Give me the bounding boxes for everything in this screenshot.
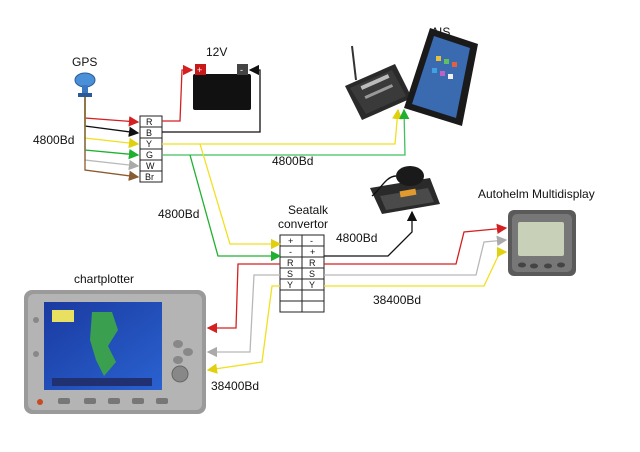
gps-terminal-cell: Br	[145, 172, 154, 182]
gps-antenna-icon	[74, 72, 96, 97]
chartplotter-baud-label: 38400Bd	[211, 379, 259, 393]
chartplotter-icon	[24, 290, 206, 414]
seatalk-cell: -	[310, 236, 313, 246]
seatalk-to-vhf-wire	[324, 210, 418, 257]
gps-terminal-cell: B	[146, 128, 152, 138]
autohelm-baud-label: 38400Bd	[373, 293, 421, 307]
battery-wires	[162, 64, 261, 133]
gps-label: GPS	[72, 55, 97, 69]
seatalk-label-line2: convertor	[278, 217, 328, 231]
gps-terminal-cell: R	[146, 117, 153, 127]
battery-icon: + -	[193, 64, 251, 110]
seatalk-input-baud-label: 4800Bd	[158, 207, 199, 221]
seatalk-cell: Y	[309, 280, 315, 290]
battery-positive-terminal: +	[197, 65, 202, 75]
seatalk-cell: S	[309, 269, 315, 279]
seatalk-cell: -	[289, 247, 292, 257]
gps-baud-label: 4800Bd	[33, 133, 74, 147]
autohelm-display-icon	[508, 210, 576, 276]
autohelm-label: Autohelm Multidisplay	[478, 187, 595, 201]
gps-wires	[84, 97, 140, 181]
seatalk-label-line1: Seatalk	[288, 203, 329, 217]
chartplotter-label: chartplotter	[74, 272, 134, 286]
ais-transponder-icon	[345, 45, 412, 120]
seatalk-cell: S	[287, 269, 293, 279]
seatalk-to-autohelm-wires	[324, 223, 508, 287]
seatalk-cell: R	[287, 258, 294, 268]
vhf-baud-label: 4800Bd	[336, 231, 377, 245]
gps-terminal-cell: G	[146, 150, 153, 160]
gps-terminal-block: R B Y G W Br	[139, 115, 163, 183]
seatalk-cell: Y	[287, 280, 293, 290]
ais-baud-label: 4800Bd	[272, 154, 313, 168]
battery-negative-terminal: -	[240, 65, 243, 75]
gps-terminal-cell: Y	[146, 139, 152, 149]
seatalk-cell: +	[288, 236, 293, 246]
ais-data-wires	[162, 108, 410, 156]
gps-to-seatalk-wires	[189, 143, 282, 262]
seatalk-to-chartplotter-wires	[206, 263, 280, 374]
tablet-icon	[404, 28, 478, 126]
battery-voltage-label: 12V	[206, 45, 227, 59]
seatalk-cell: +	[310, 247, 315, 257]
seatalk-convertor-block: + - - + R R S S Y Y	[279, 234, 325, 313]
seatalk-cell: R	[309, 258, 316, 268]
vhf-radio-icon	[370, 166, 440, 214]
gps-terminal-cell: W	[146, 161, 155, 171]
